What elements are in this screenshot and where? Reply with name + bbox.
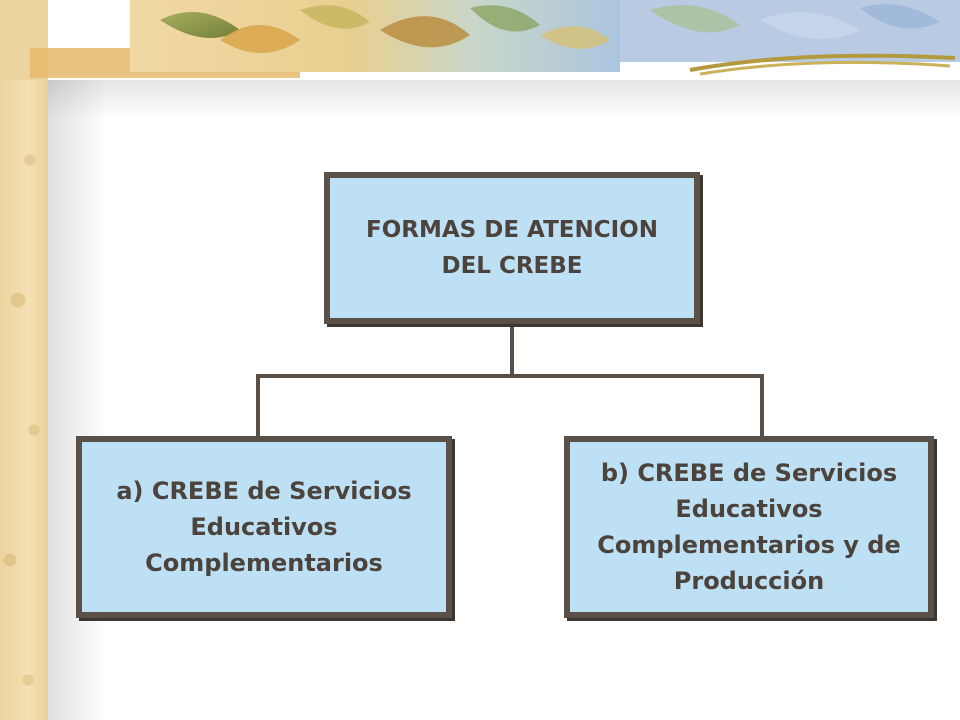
banner-shadow [48, 80, 960, 120]
child-node-b-box: b) CREBE de Servicios Educativos Complem… [564, 436, 934, 618]
child-node-a-box: a) CREBE de Servicios Educativos Complem… [76, 436, 452, 618]
decorative-leaf-banner [0, 0, 960, 80]
root-node-box: FORMAS DE ATENCION DEL CREBE [324, 172, 700, 324]
child-node-a-label: a) CREBE de Servicios Educativos Complem… [116, 477, 412, 577]
root-node-label: FORMAS DE ATENCION DEL CREBE [366, 217, 658, 279]
parchment-sidebar-strip [0, 0, 48, 720]
child-node-b-label: b) CREBE de Servicios Educativos Complem… [597, 459, 901, 595]
